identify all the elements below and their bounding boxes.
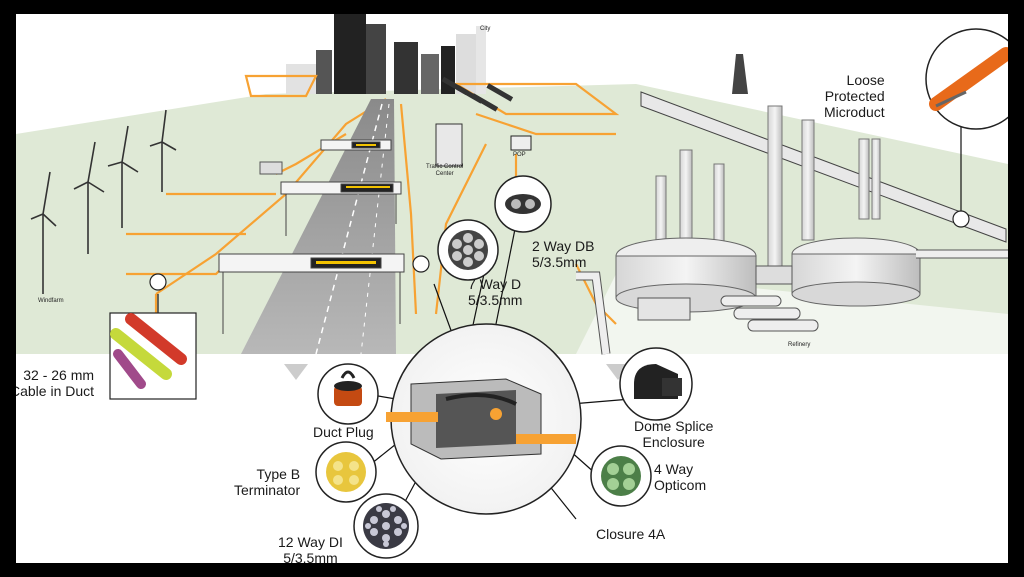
refinery-label: Refinery xyxy=(788,342,811,348)
pop-box xyxy=(510,135,532,151)
twelve-way-di-label: 12 Way DI 5/3.5mm xyxy=(278,534,343,563)
pop-label: POP xyxy=(513,152,526,158)
motorway xyxy=(241,99,396,354)
microduct-callout xyxy=(925,28,1008,130)
closure-4a-label: Closure 4A xyxy=(596,526,666,542)
duct-plug-label: Duct Plug xyxy=(313,424,374,440)
dome-splice-label: Dome Splice Enclosure xyxy=(634,418,714,450)
cabinet xyxy=(259,161,283,175)
dome-splice-callout xyxy=(619,347,693,421)
closure-detail xyxy=(386,323,582,515)
city-label: City xyxy=(480,26,491,32)
cable-in-duct-callout xyxy=(109,312,197,400)
city-skyline xyxy=(286,14,486,94)
four-way-opticom-label: 4 Way Opticom xyxy=(654,461,707,493)
windfarm-label: Windfarm xyxy=(38,298,64,304)
infrastructure-illustration xyxy=(16,14,1008,559)
diagram-frame: City Windfarm Traffic Control Center POP… xyxy=(16,14,1008,563)
loose-microduct-label: Loose Protected Microduct xyxy=(824,72,885,120)
cable-in-duct-label: 32 - 26 mm Cable in Duct xyxy=(16,367,95,399)
seven-way-d-callout xyxy=(437,219,499,281)
type-b-terminator-label: Type B Terminator xyxy=(234,466,301,498)
type-b-terminator-callout xyxy=(315,441,377,503)
two-way-db-callout xyxy=(494,175,552,233)
duct-plug-callout xyxy=(317,363,379,425)
car-park xyxy=(441,76,514,112)
two-way-db-label: 2 Way DB 5/3.5mm xyxy=(532,238,595,270)
traffic-control-label: Traffic Control Center xyxy=(426,164,464,177)
four-way-opticom-callout xyxy=(590,445,652,507)
twelve-way-di-callout xyxy=(353,493,419,559)
traffic-center-building xyxy=(435,123,463,167)
seven-way-d-label: 7 Way D 5/3.5mm xyxy=(468,276,523,308)
wind-turbines xyxy=(30,109,177,294)
refinery xyxy=(576,54,1008,355)
